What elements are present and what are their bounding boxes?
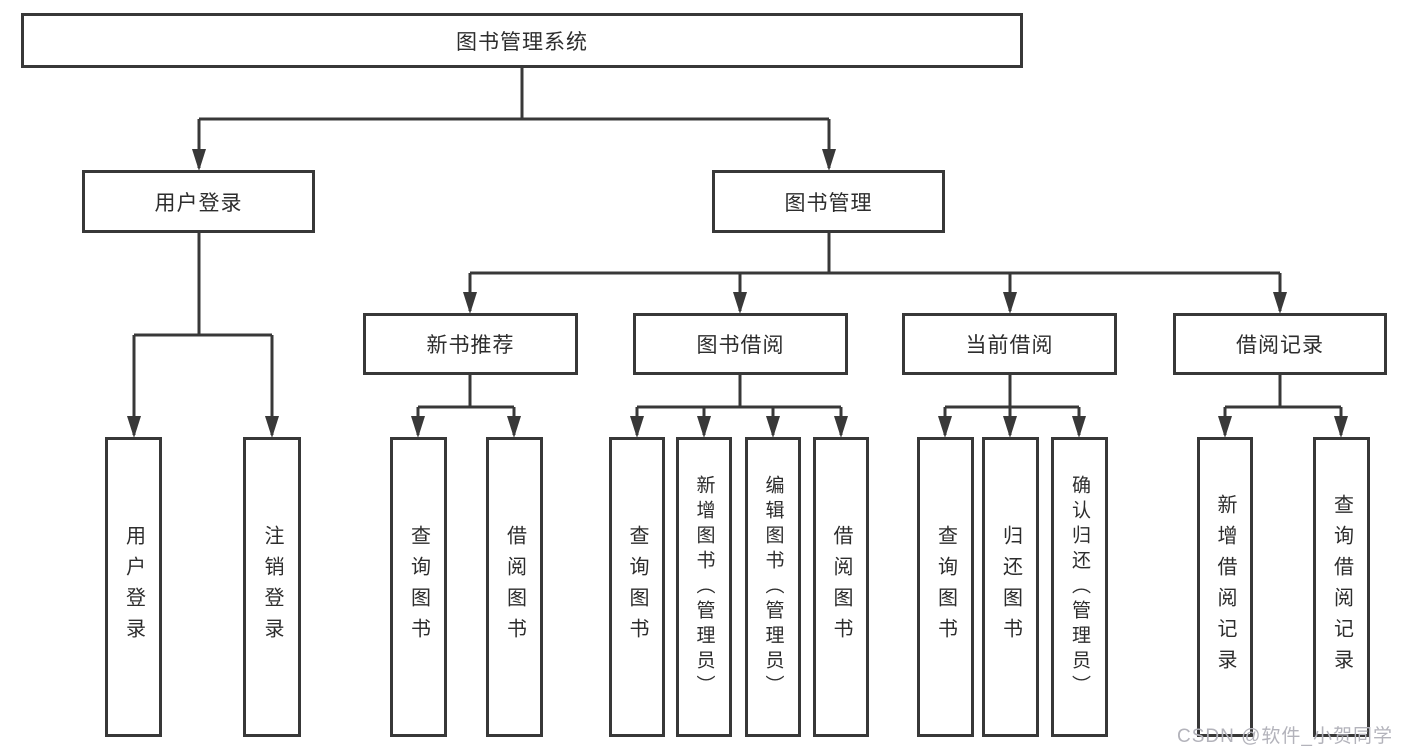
node-label: 新增图书（管理员） <box>693 474 715 700</box>
leaf-query-books-2: 查询图书 <box>609 437 665 737</box>
arrowhead-icon <box>733 292 747 314</box>
connector-user-login-group <box>132 233 274 435</box>
arrowhead-icon <box>127 416 141 438</box>
leaf-add-book-admin: 新增图书（管理员） <box>676 437 732 737</box>
arrowhead-icon <box>938 416 952 438</box>
arrowhead-icon <box>1218 416 1232 438</box>
node-book-management: 图书管理 <box>712 170 945 233</box>
arrowhead-icon <box>265 416 279 438</box>
leaf-borrow-books: 借阅图书 <box>486 437 543 737</box>
leaf-borrow-books-2: 借阅图书 <box>813 437 869 737</box>
node-library-management-system: 图书管理系统 <box>21 13 1023 68</box>
arrowhead-icon <box>822 149 836 171</box>
connector-borrow-record-group <box>1223 375 1343 435</box>
node-label: 新增借阅记录 <box>1214 494 1236 680</box>
node-label: 用户登录 <box>154 191 243 215</box>
node-label: 用户登录 <box>122 525 145 649</box>
arrowhead-icon <box>766 416 780 438</box>
node-label: 编辑图书（管理员） <box>762 474 784 700</box>
leaf-logout: 注销登录 <box>243 437 301 737</box>
csdn-watermark: CSDN @软件_小贺同学 <box>1177 726 1393 747</box>
arrowhead-icon <box>1334 416 1348 438</box>
connector-new-rec-group <box>416 375 516 435</box>
arrowhead-icon <box>630 416 644 438</box>
node-label: 图书管理 <box>784 191 873 215</box>
node-label: 借阅图书 <box>503 525 526 649</box>
node-label: 图书管理系统 <box>456 30 588 54</box>
connector-book-mgmt-to-level3 <box>468 233 1282 311</box>
node-label: 归还图书 <box>999 525 1022 649</box>
leaf-query-books-3: 查询图书 <box>917 437 974 737</box>
node-user-login: 用户登录 <box>82 170 315 233</box>
arrowhead-icon <box>1003 292 1017 314</box>
connector-book-borrow-group <box>635 375 843 435</box>
node-label: 新书推荐 <box>426 334 515 357</box>
node-label: 借阅记录 <box>1236 334 1324 357</box>
leaf-query-borrow-record: 查询借阅记录 <box>1313 437 1370 737</box>
node-label: 查询图书 <box>934 525 957 649</box>
node-label: 当前借阅 <box>965 334 1054 357</box>
arrowhead-icon <box>411 416 425 438</box>
node-label: 查询图书 <box>407 525 430 649</box>
arrowhead-icon <box>507 416 521 438</box>
node-current-borrow: 当前借阅 <box>902 313 1117 375</box>
node-label: 查询借阅记录 <box>1330 494 1353 680</box>
connector-root-to-level2 <box>197 68 831 168</box>
arrowhead-layer <box>127 149 1348 438</box>
leaf-return-book: 归还图书 <box>982 437 1039 737</box>
node-new-book-recommend: 新书推荐 <box>363 313 578 375</box>
leaf-add-borrow-record: 新增借阅记录 <box>1197 437 1253 737</box>
arrowhead-icon <box>1003 416 1017 438</box>
node-label: 查询图书 <box>626 525 648 649</box>
arrowhead-icon <box>192 149 206 171</box>
node-book-borrow: 图书借阅 <box>633 313 848 375</box>
arrowhead-icon <box>1273 292 1287 314</box>
arrowhead-icon <box>463 292 477 314</box>
node-label: 借阅图书 <box>830 525 852 649</box>
node-label: 确认归还（管理员） <box>1069 474 1090 700</box>
leaf-edit-book-admin: 编辑图书（管理员） <box>745 437 801 737</box>
node-label: 注销登录 <box>261 525 283 649</box>
arrowhead-icon <box>834 416 848 438</box>
leaf-confirm-return-admin: 确认归还（管理员） <box>1051 437 1108 737</box>
leaf-query-books: 查询图书 <box>390 437 447 737</box>
node-borrow-record: 借阅记录 <box>1173 313 1387 375</box>
arrowhead-icon <box>1072 416 1086 438</box>
leaf-user-login: 用户登录 <box>105 437 162 737</box>
node-label: 图书借阅 <box>696 334 785 357</box>
arrowhead-icon <box>697 416 711 438</box>
